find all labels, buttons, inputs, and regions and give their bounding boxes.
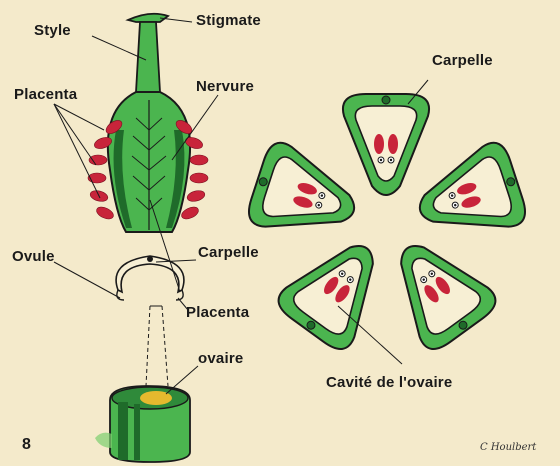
label-placenta-bottom: Placenta <box>186 304 249 321</box>
label-ovaire: ovaire <box>198 350 243 367</box>
signature: C Houlbert <box>480 442 536 453</box>
label-placenta-top: Placenta <box>14 86 77 103</box>
label-nervure: Nervure <box>196 78 254 95</box>
pistil-illustration <box>88 14 208 232</box>
label-carpelle-right: Carpelle <box>432 52 493 69</box>
label-cavite: Cavité de l'ovaire <box>326 374 452 391</box>
label-style: Style <box>34 22 71 39</box>
ovary-illustration <box>95 306 190 462</box>
label-stigmate: Stigmate <box>196 12 261 29</box>
label-carpelle-mid: Carpelle <box>198 244 259 261</box>
carpel-ring-illustration <box>244 94 530 355</box>
carpel-section-illustration <box>116 256 184 300</box>
label-ovule: Ovule <box>12 248 55 265</box>
leader-lines <box>54 18 428 394</box>
plate-number: 8 <box>22 436 31 454</box>
